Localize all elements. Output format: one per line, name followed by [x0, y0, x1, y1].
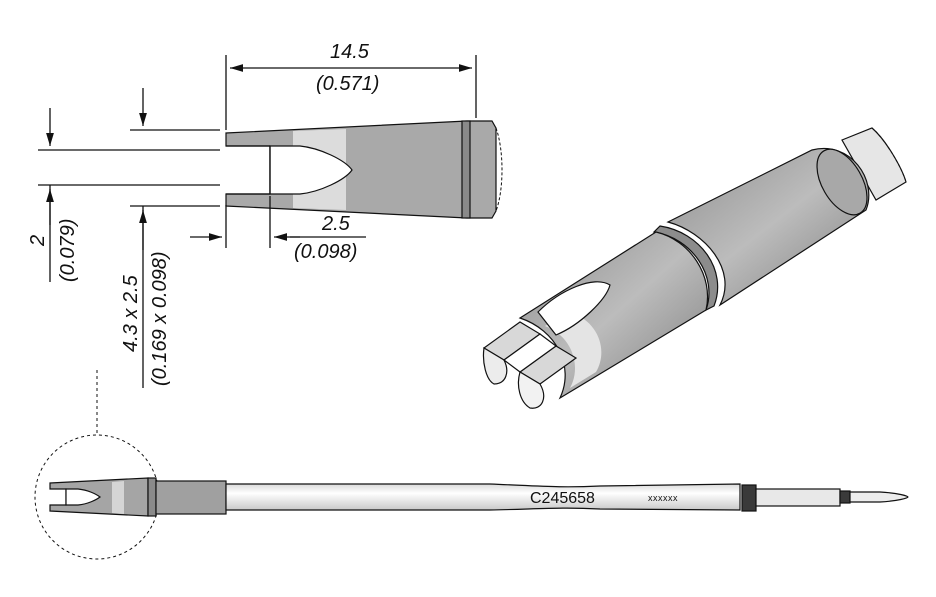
cartridge-full-view: C245658 xxxxxx: [34, 370, 909, 560]
slot-depth-mm-label: 2.5: [321, 213, 351, 235]
dim-length: 14.5 (0.571): [225, 41, 477, 130]
dim-slot-width: 2 (0.079): [27, 108, 220, 282]
slot-width-in-label: (0.079): [57, 219, 79, 282]
tip-side-view: [225, 120, 503, 219]
size-mm-label: 4.3 x 2.5: [120, 274, 142, 352]
length-mm-label: 14.5: [330, 41, 370, 63]
dim-slot-depth: 2.5 (0.098): [190, 196, 366, 263]
serial-label: xxxxxx: [648, 493, 678, 503]
length-in-label: (0.571): [316, 73, 379, 95]
slot-width-mm-label: 2: [27, 235, 49, 247]
dim-size: 4.3 x 2.5 (0.169 x 0.098): [120, 88, 220, 388]
tip-isometric-view: [482, 127, 907, 409]
size-in-label: (0.169 x 0.098): [149, 251, 171, 386]
slot-depth-in-label: (0.098): [294, 241, 357, 263]
part-number-label: C245658: [530, 490, 595, 507]
